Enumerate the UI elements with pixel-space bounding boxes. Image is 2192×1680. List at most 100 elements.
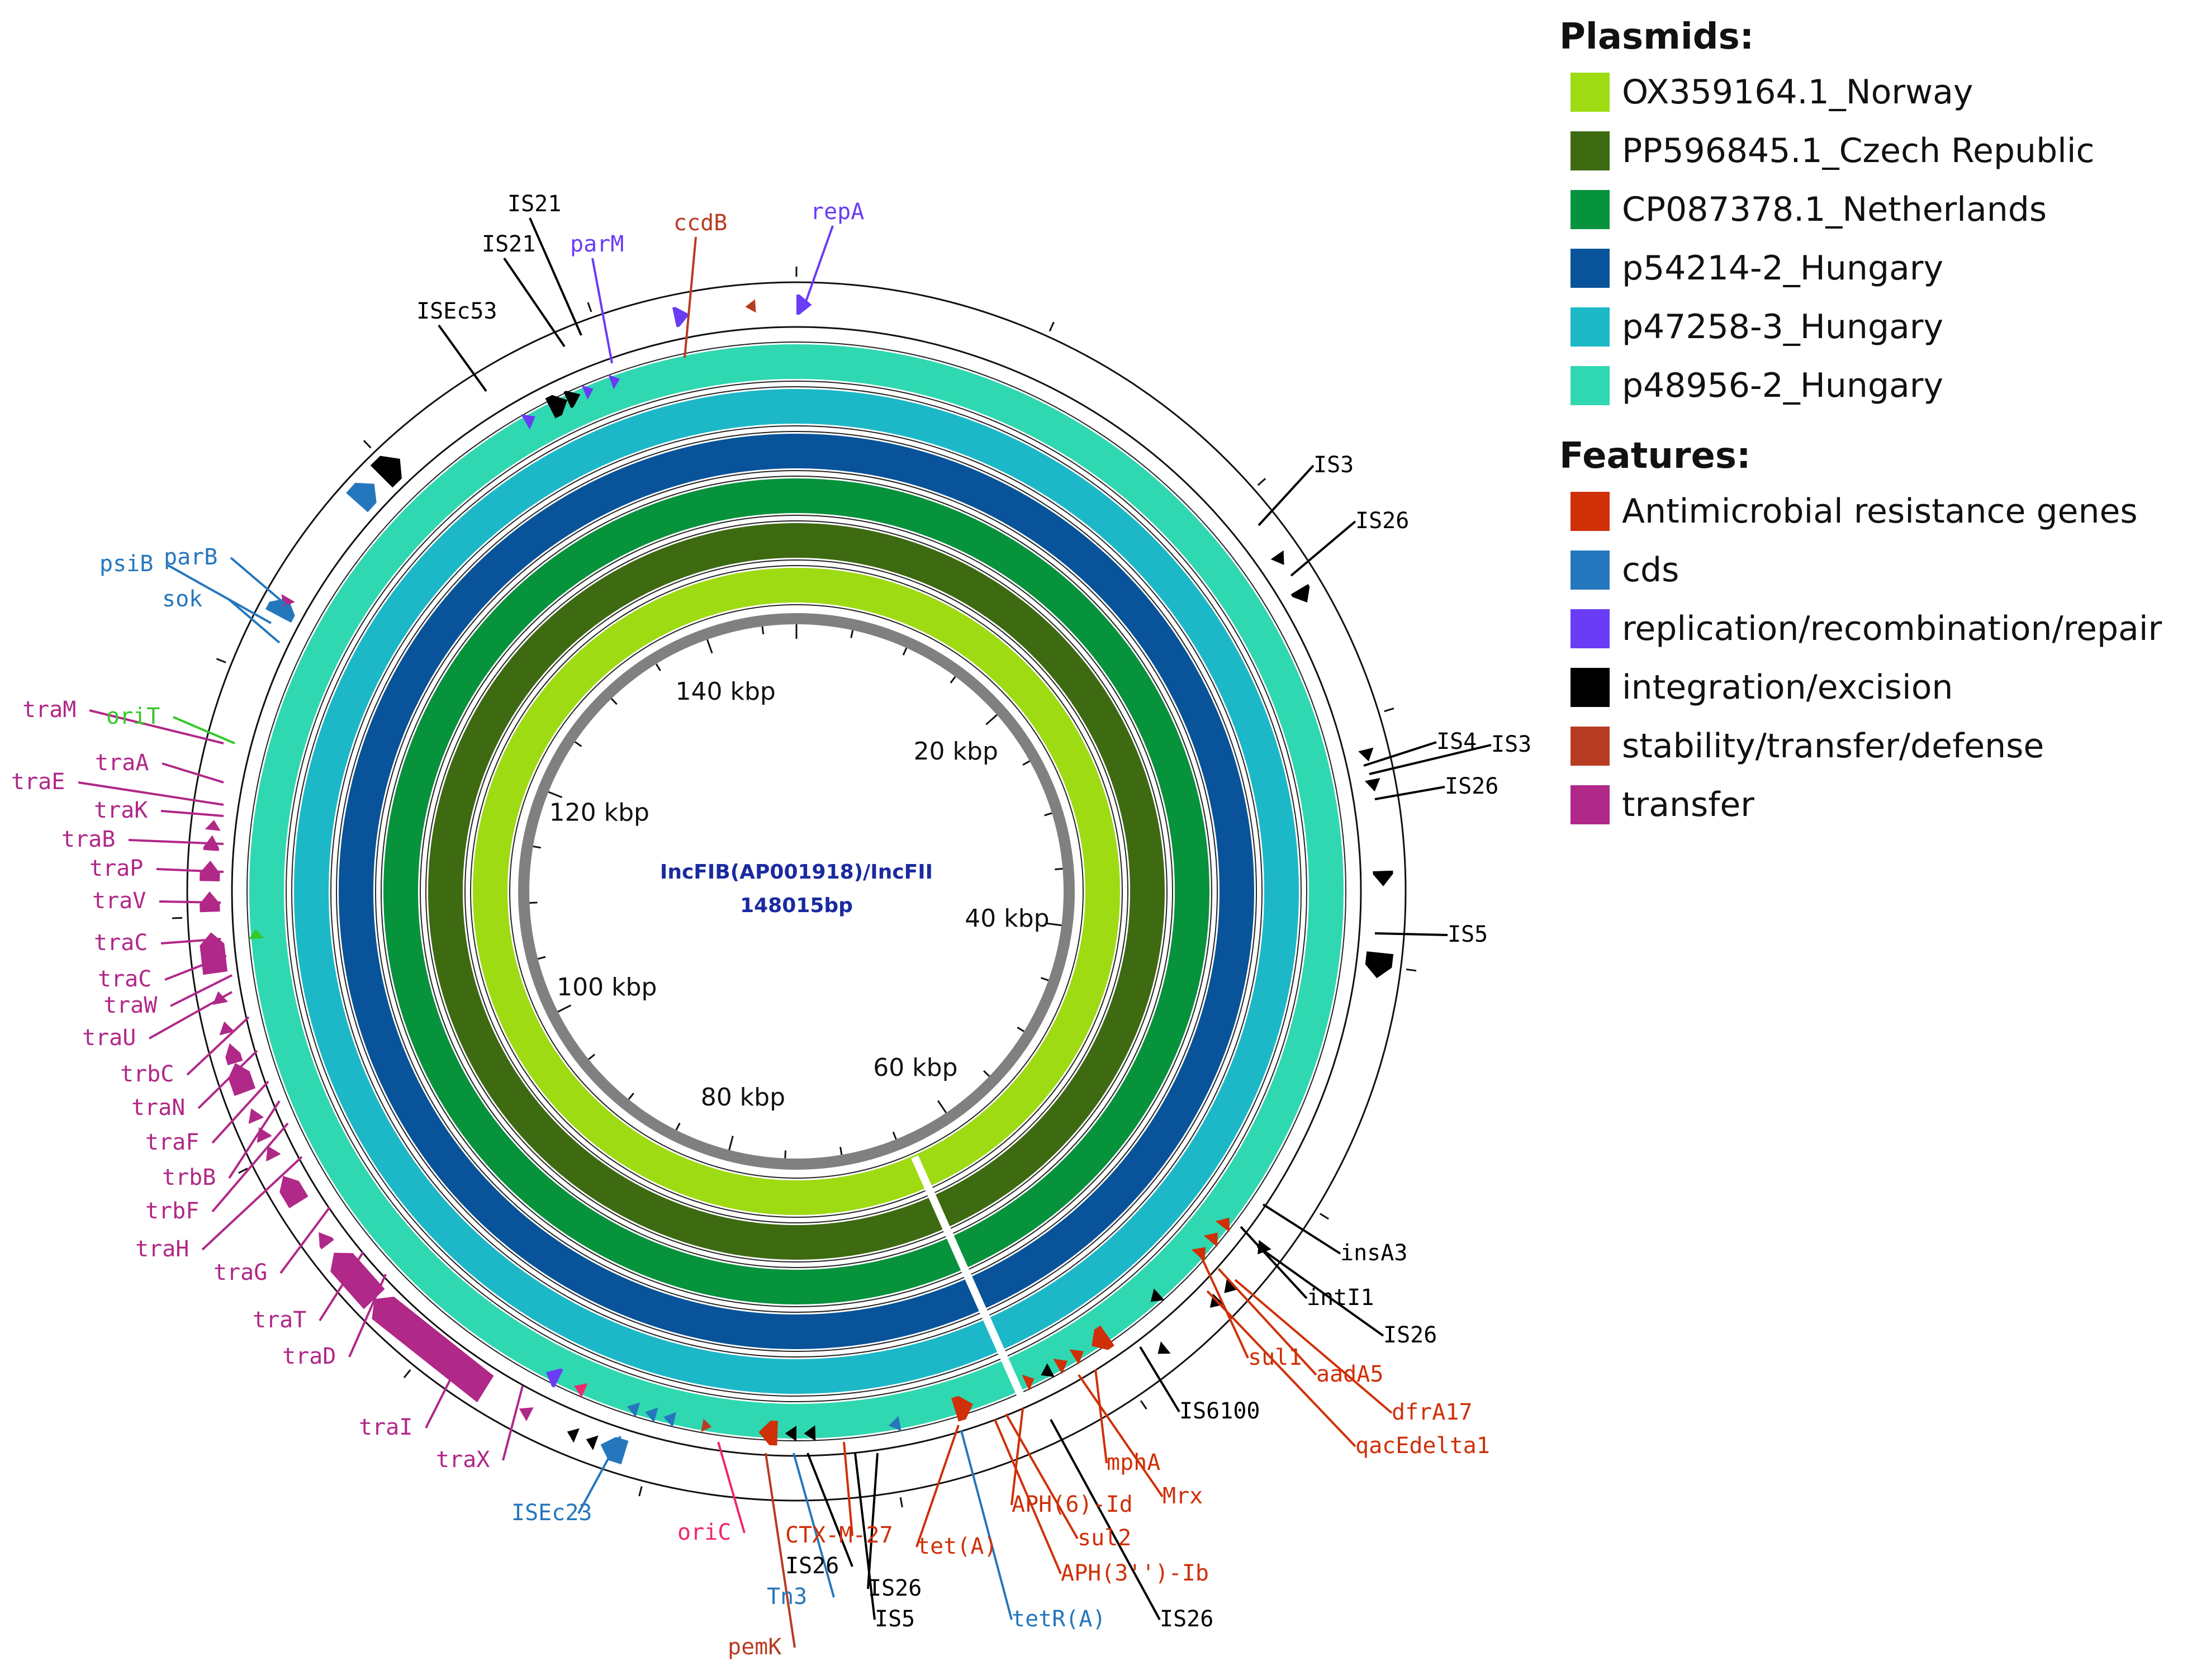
outer-tick (216, 658, 226, 663)
annotation-leader (765, 1453, 796, 1648)
scale-tick (1022, 760, 1031, 766)
feature-arrow (248, 929, 264, 939)
annotation-label: mphA (1107, 1450, 1160, 1475)
annotation-leader (1369, 744, 1492, 775)
plasmid-swatch (1571, 307, 1610, 347)
annotation-label: traM (22, 697, 76, 723)
scale-label: 20 kbp (914, 737, 998, 766)
annotation-leader (228, 599, 281, 644)
plasmid-label: p48956-2_Hungary (1622, 366, 1943, 405)
legend-features-title: Features: (1559, 435, 1751, 477)
plasmid-ring (294, 389, 1299, 1394)
annotation-leader (1050, 1419, 1161, 1620)
backbone-name: IncFIB(AP001918)/IncFII (660, 861, 933, 884)
annotation-label: APH(3'')-Ib (1061, 1560, 1209, 1586)
plasmid-swatch (1571, 72, 1610, 112)
plasmid-entry: OX359164.1_Norway (1559, 63, 2185, 121)
annotation-label: traE (11, 769, 65, 795)
annotation-label: IS26 (1383, 1322, 1437, 1348)
feature-arrow (1270, 550, 1284, 565)
annotation-leader (78, 781, 224, 806)
feature-arrow (1022, 1374, 1035, 1391)
annotation-leader (1363, 741, 1437, 767)
annotation-label: Tn3 (767, 1584, 807, 1610)
annotation-leader (960, 1430, 1013, 1620)
annotation-leader (1206, 1290, 1356, 1448)
annotation-leader (319, 1251, 364, 1322)
annotation-leader (867, 1453, 879, 1589)
feature-label: replication/recombination/repair (1622, 609, 2162, 648)
feature-arrow (1365, 951, 1394, 979)
feature-label: integration/excision (1622, 667, 1953, 707)
feature-arrow (346, 482, 377, 512)
annotation-leader (994, 1419, 1062, 1574)
feature-arrow (205, 820, 221, 831)
feature-arrow (1258, 1240, 1271, 1255)
annotation-label: IS26 (1445, 773, 1498, 799)
outer-tick (1048, 321, 1055, 332)
backbone-ring (518, 613, 1075, 1170)
annotation-label: traB (61, 827, 115, 852)
plasmid-swatch (1571, 248, 1610, 288)
scale-tick (574, 741, 582, 747)
annotation-label: trbB (162, 1165, 216, 1190)
feature-arrow (257, 1127, 272, 1143)
feature-arrow (796, 295, 812, 315)
annotation-label: traX (436, 1447, 490, 1473)
feature-arrow (600, 1437, 629, 1465)
feature-arrow (586, 1435, 599, 1450)
outer-tick (1257, 478, 1266, 486)
annotation-leader (156, 868, 224, 873)
feature-arrow (804, 1425, 816, 1441)
feature-arrow (951, 1396, 973, 1422)
annotation-leader (793, 1453, 835, 1598)
feature-arrow (1157, 1341, 1171, 1354)
annotation-leader (438, 324, 487, 392)
feature-arrow (266, 1146, 281, 1162)
scale-tick (706, 639, 713, 654)
annotation-leader (1234, 1279, 1393, 1414)
annotation-leader (1010, 1408, 1024, 1506)
plasmid-ring (383, 478, 1209, 1304)
ring-border (286, 381, 1307, 1402)
annotation-label: IS4 (1436, 729, 1477, 754)
scale-label: 80 kbp (701, 1083, 785, 1112)
outer-feature-track (186, 281, 1407, 1502)
annotation-label: traI (359, 1415, 412, 1440)
plasmid-entry: PP596845.1_Czech Republic (1559, 121, 2185, 180)
annotation-label: traD (282, 1344, 336, 1369)
annotation-leader (1240, 1226, 1308, 1299)
annotation-leader (1374, 932, 1448, 936)
feature-arrow (546, 1368, 563, 1388)
annotation-leader (162, 762, 224, 784)
feature-arrow (330, 1252, 385, 1309)
feature-arrow (758, 1420, 778, 1446)
scale-label: 140 kbp (676, 677, 776, 706)
scale-tick (588, 1053, 596, 1060)
feature-arrow (672, 307, 690, 328)
annotation-leader (854, 1453, 876, 1620)
feature-entry: stability/transfer/defense (1559, 716, 2185, 775)
feature-arrow (581, 385, 594, 400)
annotation-leader (230, 557, 289, 608)
feature-arrow (248, 1108, 264, 1124)
annotation-leader (211, 1080, 269, 1144)
annotation-leader (159, 900, 221, 904)
annotation-label: trbC (120, 1061, 174, 1087)
feature-arrow (370, 455, 402, 488)
annotation-label: traT (253, 1307, 306, 1333)
feature-arrow (1150, 1288, 1165, 1302)
annotation-label: sok (162, 586, 202, 612)
feature-swatch (1571, 550, 1610, 590)
feature-arrow (1215, 1217, 1230, 1232)
feature-arrow (1364, 777, 1380, 792)
ring-border (509, 604, 1084, 1179)
backbone-length: 148015bp (740, 894, 853, 917)
annotation-label: dfrA17 (1392, 1399, 1473, 1425)
annotation-label: insA3 (1340, 1240, 1407, 1266)
annotation-label: sul1 (1248, 1345, 1302, 1370)
annotation-label: traV (92, 888, 146, 914)
plasmid-label: p47258-3_Hungary (1622, 307, 1943, 347)
